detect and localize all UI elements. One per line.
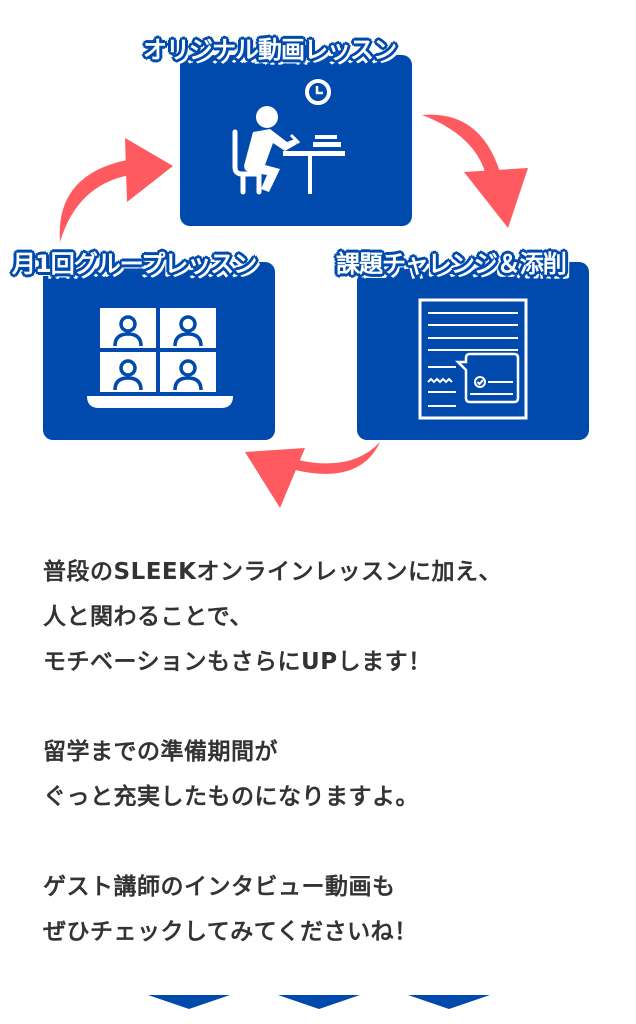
description-paragraph-1: 普段のSLEEKオンラインレッスンに加え、 人と関わることで、 モチベーションも…: [43, 550, 603, 685]
step-title-group-lesson: 月1回グループレッスン: [12, 250, 257, 278]
cycle-arrow-bottom-icon: [245, 442, 380, 508]
description-line: ゲスト講師のインタビュー動画も: [43, 874, 396, 900]
video-conference-group-icon: [87, 308, 233, 408]
description-line: 普段のSLEEKオンラインレッスンに加え、: [43, 559, 502, 585]
description-paragraph-3: ゲスト講師のインタビュー動画も ぜひチェックしてみてくださいね！: [43, 865, 603, 955]
cycle-arrow-top-right-icon: [422, 114, 528, 228]
description-line: モチベーションもさらにUPします！: [43, 649, 432, 675]
description: 普段のSLEEKオンラインレッスンに加え、 人と関わることで、 モチベーションも…: [43, 550, 603, 1000]
description-line: ぐっと充実したものになりますよ。: [43, 784, 419, 810]
description-line: 人と関わることで、: [43, 604, 253, 630]
cycle-arrow-left-up-icon: [59, 138, 173, 242]
scroll-indicator: [0, 993, 636, 1013]
description-line: ぜひチェックしてみてくださいね！: [43, 919, 418, 945]
step-title-assignment: 課題チャレンジ＆添削: [336, 250, 567, 278]
chevron-down-icon[interactable]: [278, 993, 360, 1009]
description-paragraph-2: 留学までの準備期間が ぐっと充実したものになりますよ。: [43, 730, 603, 820]
step-title-original-video: オリジナル動画レッスン: [143, 36, 397, 64]
person-studying-at-desk-icon: [232, 79, 345, 195]
step-card-assignment: [357, 262, 589, 440]
chevron-down-icon[interactable]: [408, 993, 490, 1009]
step-card-group-lesson: [43, 262, 275, 440]
description-line: 留学までの準備期間が: [43, 739, 278, 765]
chevron-down-icon[interactable]: [148, 993, 230, 1009]
step-card-original-video: [180, 55, 412, 226]
document-with-feedback-icon: [418, 298, 528, 420]
